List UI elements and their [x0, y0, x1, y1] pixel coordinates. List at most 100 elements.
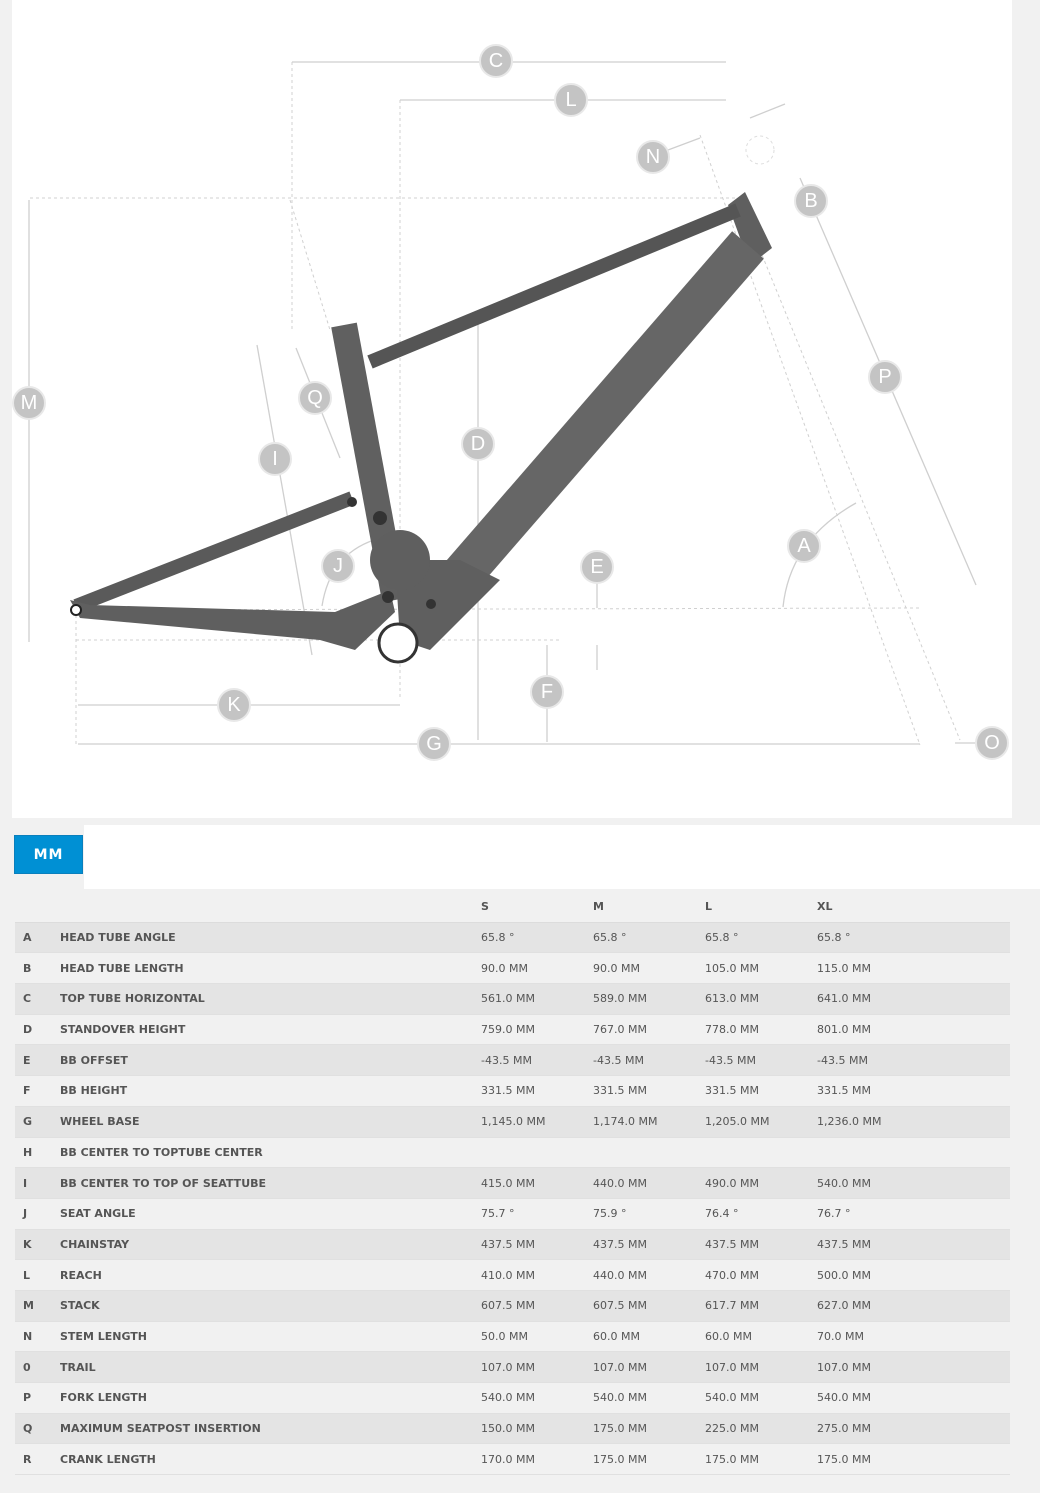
row-value: 105.0 MM: [705, 961, 759, 975]
row-name: TRAIL: [60, 1360, 96, 1374]
row-name: BB CENTER TO TOPTUBE CENTER: [60, 1145, 263, 1159]
unit-mm-button[interactable]: MM: [14, 835, 83, 874]
row-value: 90.0 MM: [593, 961, 640, 975]
row-value: 175.0 MM: [705, 1452, 759, 1466]
row-value: 107.0 MM: [817, 1360, 871, 1374]
row-value: 76.4 °: [705, 1207, 739, 1221]
row-value: 1,174.0 MM: [593, 1115, 658, 1129]
row-value: 225.0 MM: [705, 1422, 759, 1436]
row-key: Q: [23, 1422, 33, 1436]
row-key: R: [23, 1452, 32, 1466]
row-value: 540.0 MM: [593, 1391, 647, 1405]
label-e: E: [590, 556, 603, 578]
row-value: -43.5 MM: [481, 1053, 532, 1067]
row-value: 613.0 MM: [705, 992, 759, 1006]
row-value: 440.0 MM: [593, 1268, 647, 1282]
row-value: 90.0 MM: [481, 961, 528, 975]
row-value: 607.5 MM: [481, 1299, 535, 1313]
row-key: L: [23, 1268, 31, 1282]
label-l: L: [565, 89, 576, 111]
row-name: STACK: [60, 1299, 100, 1313]
row-value: -43.5 MM: [593, 1053, 644, 1067]
row-value: 1,236.0 MM: [817, 1115, 882, 1129]
row-key: D: [23, 1023, 33, 1037]
label-q: Q: [307, 387, 323, 409]
row-key: P: [23, 1391, 32, 1405]
row-value: 107.0 MM: [593, 1360, 647, 1374]
row-value: 607.5 MM: [593, 1299, 647, 1313]
label-b: B: [804, 190, 817, 212]
row-value: 75.7 °: [481, 1207, 515, 1221]
row-value: 759.0 MM: [481, 1023, 535, 1037]
row-name: MAXIMUM SEATPOST INSERTION: [60, 1422, 261, 1436]
table-header: S M L XL: [15, 892, 1010, 923]
row-value: 107.0 MM: [481, 1360, 535, 1374]
row-value: 617.7 MM: [705, 1299, 759, 1313]
row-value: 331.5 MM: [817, 1084, 871, 1098]
label-f: F: [541, 681, 553, 703]
row-name: BB HEIGHT: [60, 1084, 128, 1098]
label-n: N: [646, 146, 660, 168]
row-name: STEM LENGTH: [60, 1329, 147, 1343]
row-value: -43.5 MM: [705, 1053, 756, 1067]
unit-bar: [84, 825, 1040, 889]
row-key: 0: [23, 1360, 31, 1374]
header-m: M: [593, 900, 604, 914]
row-key: E: [23, 1053, 31, 1067]
row-value: 437.5 MM: [481, 1237, 535, 1251]
table-row: E BB OFFSET-43.5 MM-43.5 MM-43.5 MM-43.5…: [15, 1045, 1010, 1077]
row-value: 437.5 MM: [593, 1237, 647, 1251]
table-row: 0 TRAIL 107.0 MM 107.0 MM 107.0 MM 107.0 MM: [15, 1352, 1010, 1383]
label-m: M: [21, 392, 38, 414]
row-value: 65.8 °: [593, 931, 627, 945]
frame-illustration: C L N B M Q I D P A J E F K G O: [12, 44, 1009, 761]
row-value: 331.5 MM: [481, 1084, 535, 1098]
row-key: B: [23, 961, 32, 975]
row-value: 415.0 MM: [481, 1176, 535, 1190]
header-l: L: [705, 900, 713, 914]
row-value: 107.0 MM: [705, 1360, 759, 1374]
label-k: K: [227, 694, 241, 716]
row-name: HEAD TUBE ANGLE: [60, 931, 176, 945]
row-name: BB CENTER TO TOP OF SEATTUBE: [60, 1176, 267, 1190]
row-value: 627.0 MM: [817, 1299, 871, 1313]
label-i: I: [272, 448, 278, 470]
row-name: REACH: [60, 1268, 102, 1282]
row-value: 1,145.0 MM: [481, 1115, 546, 1129]
row-key: K: [23, 1237, 32, 1251]
row-key: F: [23, 1084, 31, 1098]
row-key: C: [23, 992, 32, 1006]
row-value: 437.5 MM: [817, 1237, 871, 1251]
row-value: 540.0 MM: [817, 1391, 871, 1405]
row-key: N: [23, 1329, 33, 1343]
label-p: P: [878, 366, 891, 388]
row-value: 175.0 MM: [817, 1452, 871, 1466]
row-value: 150.0 MM: [481, 1422, 535, 1436]
row-value: 76.7 °: [817, 1207, 851, 1221]
row-key: A: [23, 931, 32, 945]
row-key: I: [23, 1176, 28, 1190]
row-value: 490.0 MM: [705, 1176, 759, 1190]
row-key: G: [23, 1115, 33, 1129]
row-name: CHAINSTAY: [60, 1237, 130, 1251]
row-value: 175.0 MM: [593, 1422, 647, 1436]
row-value: 65.8 °: [817, 931, 851, 945]
row-name: SEAT ANGLE: [60, 1207, 136, 1221]
row-value: 115.0 MM: [817, 961, 871, 975]
row-value: 540.0 MM: [705, 1391, 759, 1405]
row-value: 470.0 MM: [705, 1268, 759, 1282]
row-value: 275.0 MM: [817, 1422, 871, 1436]
row-value: 1,205.0 MM: [705, 1115, 770, 1129]
row-name: TOP TUBE HORIZONTAL: [60, 992, 205, 1006]
